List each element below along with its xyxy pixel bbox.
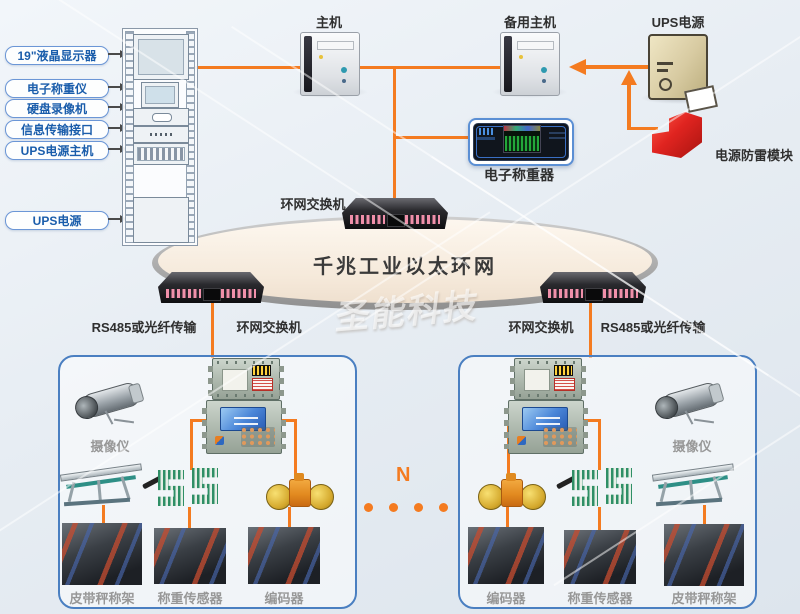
- connection-line-weigher-branch: [393, 136, 468, 139]
- rack-monitor-unit: [133, 34, 189, 80]
- junction-box-icon: [510, 358, 586, 400]
- ups-power-arrowhead-icon: [569, 59, 586, 75]
- ring-title: 千兆工业以太环网: [313, 256, 497, 278]
- arrow-right-icon: [108, 103, 127, 111]
- rack-io-panel-unit: [133, 126, 189, 143]
- weighing-display-icon: [504, 400, 588, 454]
- ring-switch-right-icon: [540, 272, 646, 303]
- weighing-terminal-device: [468, 118, 574, 166]
- site-photo-belt-frame: [62, 523, 142, 585]
- photo-link: [703, 505, 706, 525]
- load-cell-icon: [141, 468, 226, 508]
- ring-switch-top-icon: [342, 198, 448, 229]
- surge-elbow-line: [627, 127, 658, 130]
- rack-tag-label: 电子称重仪: [26, 82, 87, 96]
- belt-scale-frame-icon: [59, 462, 144, 508]
- ellipsis-dot-icon: [364, 503, 373, 512]
- weighing-display-icon: [202, 400, 286, 454]
- camera-icon: [72, 376, 145, 430]
- site-photo-encoder: [468, 527, 544, 584]
- surge-arrow-line: [627, 84, 631, 130]
- site-photo-load-cell: [564, 530, 636, 584]
- ups-device-icon: [648, 34, 718, 113]
- photo-link: [288, 507, 291, 528]
- ring-switch-left-icon: [158, 272, 264, 303]
- server-rack: [122, 28, 198, 246]
- surge-module-label: 电源防雷模块: [714, 148, 793, 163]
- rack-tag-label: UPS电源主机: [20, 144, 94, 158]
- ups-power-arrow-line: [584, 65, 648, 69]
- rack-tag-dvr: 硬盘录像机: [5, 99, 109, 118]
- arrow-right-icon: [108, 145, 127, 153]
- camera-icon: [652, 376, 725, 430]
- encoder-icon: [476, 473, 546, 510]
- n-count-label: N: [396, 464, 411, 486]
- junction-box-icon: [208, 358, 284, 400]
- sensor-elbow-v: [598, 419, 601, 470]
- site-photo-load-cell: [154, 528, 226, 584]
- switch-right-label: 环网交换机: [508, 320, 574, 335]
- rack-tag-label: 硬盘录像机: [26, 102, 87, 116]
- surge-module-icon: [652, 112, 702, 158]
- site-photo-encoder: [248, 527, 320, 584]
- left-switch-drop-line: [211, 302, 214, 358]
- rack-bottom-unit: [133, 197, 189, 243]
- arrow-right-icon: [108, 124, 127, 132]
- photo-link: [506, 505, 509, 528]
- ups-label: UPS电源: [651, 15, 705, 30]
- backup-host-label: 备用主机: [503, 15, 556, 30]
- switch-left-label: 环网交换机: [236, 320, 302, 335]
- surge-arrowhead-icon: [621, 70, 637, 85]
- rack-weigher-unit: [141, 82, 179, 108]
- rack-tag-ups: UPS电源: [5, 211, 109, 230]
- rack-tag-label: 19"液晶显示器: [17, 49, 97, 63]
- switch-top-label: 环网交换机: [280, 197, 346, 212]
- site-photo-belt-frame: [664, 524, 744, 586]
- ellipsis-dot-icon: [439, 503, 448, 512]
- photo-link: [598, 507, 601, 531]
- rack-tag-label: 信息传输接口: [20, 123, 93, 137]
- rack-tag-ups-host: UPS电源主机: [5, 141, 109, 160]
- link-right-label: RS485或光纤传输: [600, 320, 706, 335]
- backup-host-tower-icon: [500, 32, 560, 96]
- rack-dvr-unit: [133, 108, 189, 126]
- link-left-label: RS485或光纤传输: [91, 320, 197, 335]
- load-cell-icon: [555, 468, 640, 508]
- rack-ups-unit: [133, 143, 189, 165]
- rack-tag-monitor: 19"液晶显示器: [5, 46, 109, 65]
- photo-link: [188, 507, 191, 529]
- right-switch-drop-line: [589, 302, 592, 358]
- rack-tag-weigher: 电子称重仪: [5, 79, 109, 98]
- ellipsis-dot-icon: [414, 503, 423, 512]
- belt-scale-frame-icon: [651, 462, 736, 508]
- arrow-right-icon: [108, 215, 127, 223]
- sensor-elbow-v: [190, 419, 193, 470]
- host-label: 主机: [315, 15, 342, 30]
- rack-tag-io: 信息传输接口: [5, 120, 109, 139]
- ellipsis-dot-icon: [389, 503, 398, 512]
- arrow-right-icon: [108, 50, 127, 58]
- encoder-icon: [264, 473, 334, 510]
- weighing-terminal-label: 电子称重器: [484, 167, 554, 183]
- host-tower-icon: [300, 32, 360, 96]
- connection-line-vertical-backbone: [393, 66, 396, 200]
- arrow-right-icon: [108, 83, 127, 91]
- rack-tag-label: UPS电源: [32, 214, 82, 228]
